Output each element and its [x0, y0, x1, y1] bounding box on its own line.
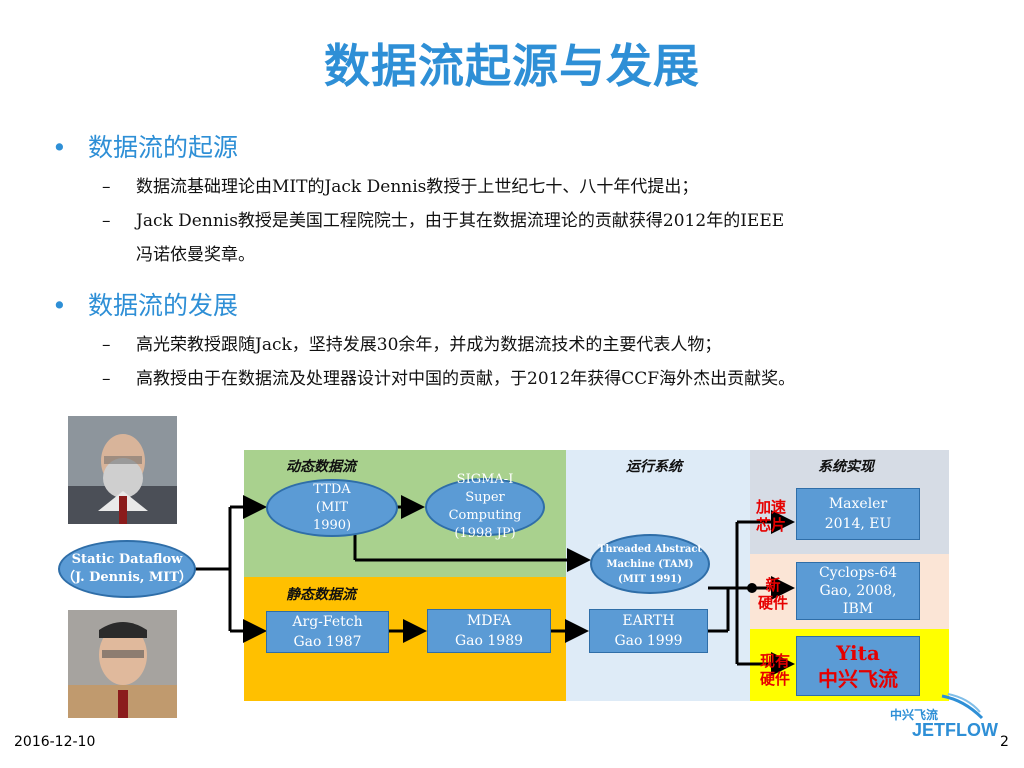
node-line: Machine (TAM) — [606, 558, 694, 570]
label-static-dataflow: 静态数据流 — [286, 587, 356, 603]
node-line: Gao 1987 — [293, 634, 362, 650]
node-yita: Yita 中兴飞流 — [796, 636, 920, 696]
node-line: Cyclops-64 — [818, 565, 898, 581]
node-line: （J. Dennis, MIT） — [61, 570, 193, 585]
node-line: IBM — [842, 601, 874, 617]
label-line: 芯片 — [756, 516, 787, 534]
logo-cn-text: 中兴飞流 — [890, 708, 939, 722]
node-maxeler: Maxeler 2014, EU — [796, 488, 920, 540]
node-line: Maxeler — [828, 496, 888, 512]
label-existing-hardware: 现有 硬件 — [760, 652, 790, 688]
node-line: SIGMA-I — [456, 472, 514, 487]
bullet-dot: • — [52, 133, 67, 162]
bullet-origin: • 数据流的起源 — [52, 128, 238, 164]
sub-item-text: 高光荣教授跟随Jack，坚持发展30余年，并成为数据流技术的主要代表人物； — [136, 335, 722, 355]
node-cyclops: Cyclops-64 Gao, 2008, IBM — [796, 562, 920, 620]
sub-item: –数据流基础理论由MIT的Jack Dennis教授于上世纪七十、八十年代提出； — [102, 177, 699, 197]
sub-item: –高教授由于在数据流及处理器设计对中国的贡献，于2012年获得CCF海外杰出贡献… — [102, 369, 796, 389]
label-line: 加速 — [756, 498, 787, 516]
node-line: MDFA — [466, 613, 512, 629]
node-line: Gao 1989 — [454, 633, 524, 649]
node-line: Super Computing — [448, 490, 522, 523]
label-line: 硬件 — [760, 670, 791, 688]
node-line: 1990) — [312, 518, 352, 533]
node-line: Gao 1999 — [614, 633, 683, 649]
sub-item-text: 高教授由于在数据流及处理器设计对中国的贡献，于2012年获得CCF海外杰出贡献奖… — [136, 369, 796, 389]
bullet-development: • 数据流的发展 — [52, 286, 238, 322]
node-static-dataflow-origin: Static Dataflow （J. Dennis, MIT） — [58, 540, 196, 598]
node-line: 2014, EU — [824, 516, 892, 532]
node-line: EARTH — [622, 613, 675, 629]
sub-item-text: Jack Dennis教授是美国工程院院士，由于其在数据流理论的贡献获得2012… — [136, 211, 785, 231]
logo-swoosh-icon — [941, 693, 984, 720]
label-runtime: 运行系统 — [626, 459, 682, 475]
node-line: Arg-Fetch — [292, 614, 363, 630]
bullet-heading-development: 数据流的发展 — [88, 291, 239, 320]
node-earth: EARTH Gao 1999 — [589, 609, 708, 653]
node-ttda: TTDA (MIT 1990) — [266, 479, 398, 537]
node-arg-fetch: Arg-Fetch Gao 1987 — [266, 611, 389, 653]
node-mdfa: MDFA Gao 1989 — [427, 609, 551, 653]
node-line: Gao, 2008, — [819, 583, 897, 599]
page-number: 2 — [1000, 734, 1009, 750]
label-line: 现有 — [760, 652, 791, 670]
sub-item-continuation: 冯诺依曼奖章。 — [102, 240, 255, 270]
bullet-heading-origin: 数据流的起源 — [88, 133, 239, 162]
node-line: TTDA — [313, 482, 351, 497]
node-tam: Threaded Abstract Machine (TAM) (MIT 199… — [590, 534, 710, 594]
portrait-jack-dennis — [68, 416, 177, 524]
node-sigma: SIGMA-I Super Computing (1998 JP) — [425, 472, 545, 541]
node-line: 中兴飞流 — [818, 667, 898, 691]
label-line: 新 — [765, 576, 781, 594]
logo-en-text: JETFLOW — [912, 720, 998, 740]
sub-item-text: 数据流基础理论由MIT的Jack Dennis教授于上世纪七十、八十年代提出； — [136, 177, 699, 197]
label-accel-chip: 加速 芯片 — [756, 498, 786, 534]
label-line: 硬件 — [758, 594, 789, 612]
label-impl: 系统实现 — [818, 459, 874, 475]
node-line: (MIT — [315, 500, 349, 515]
footer-date: 2016-12-10 — [14, 734, 96, 750]
sub-item: –Jack Dennis教授是美国工程院院士，由于其在数据流理论的贡献获得201… — [102, 211, 785, 231]
portrait-gao — [68, 610, 177, 718]
slide-title: 数据流起源与发展 — [324, 39, 700, 93]
node-line: Static Dataflow — [71, 552, 183, 567]
node-line: (MIT 1991) — [618, 573, 682, 585]
jetflow-logo: 中兴飞流 JETFLOW — [884, 692, 998, 742]
node-line: (1998 JP) — [454, 526, 516, 541]
sub-item: –高光荣教授跟随Jack，坚持发展30余年，并成为数据流技术的主要代表人物； — [102, 335, 722, 355]
bullet-dot: • — [52, 291, 67, 320]
label-dynamic-dataflow: 动态数据流 — [286, 459, 356, 475]
label-new-hardware: 新 硬件 — [758, 576, 788, 612]
node-line: Yita — [836, 641, 880, 665]
sub-item-text: 冯诺依曼奖章。 — [136, 245, 255, 265]
node-line: Threaded Abstract — [597, 543, 703, 555]
